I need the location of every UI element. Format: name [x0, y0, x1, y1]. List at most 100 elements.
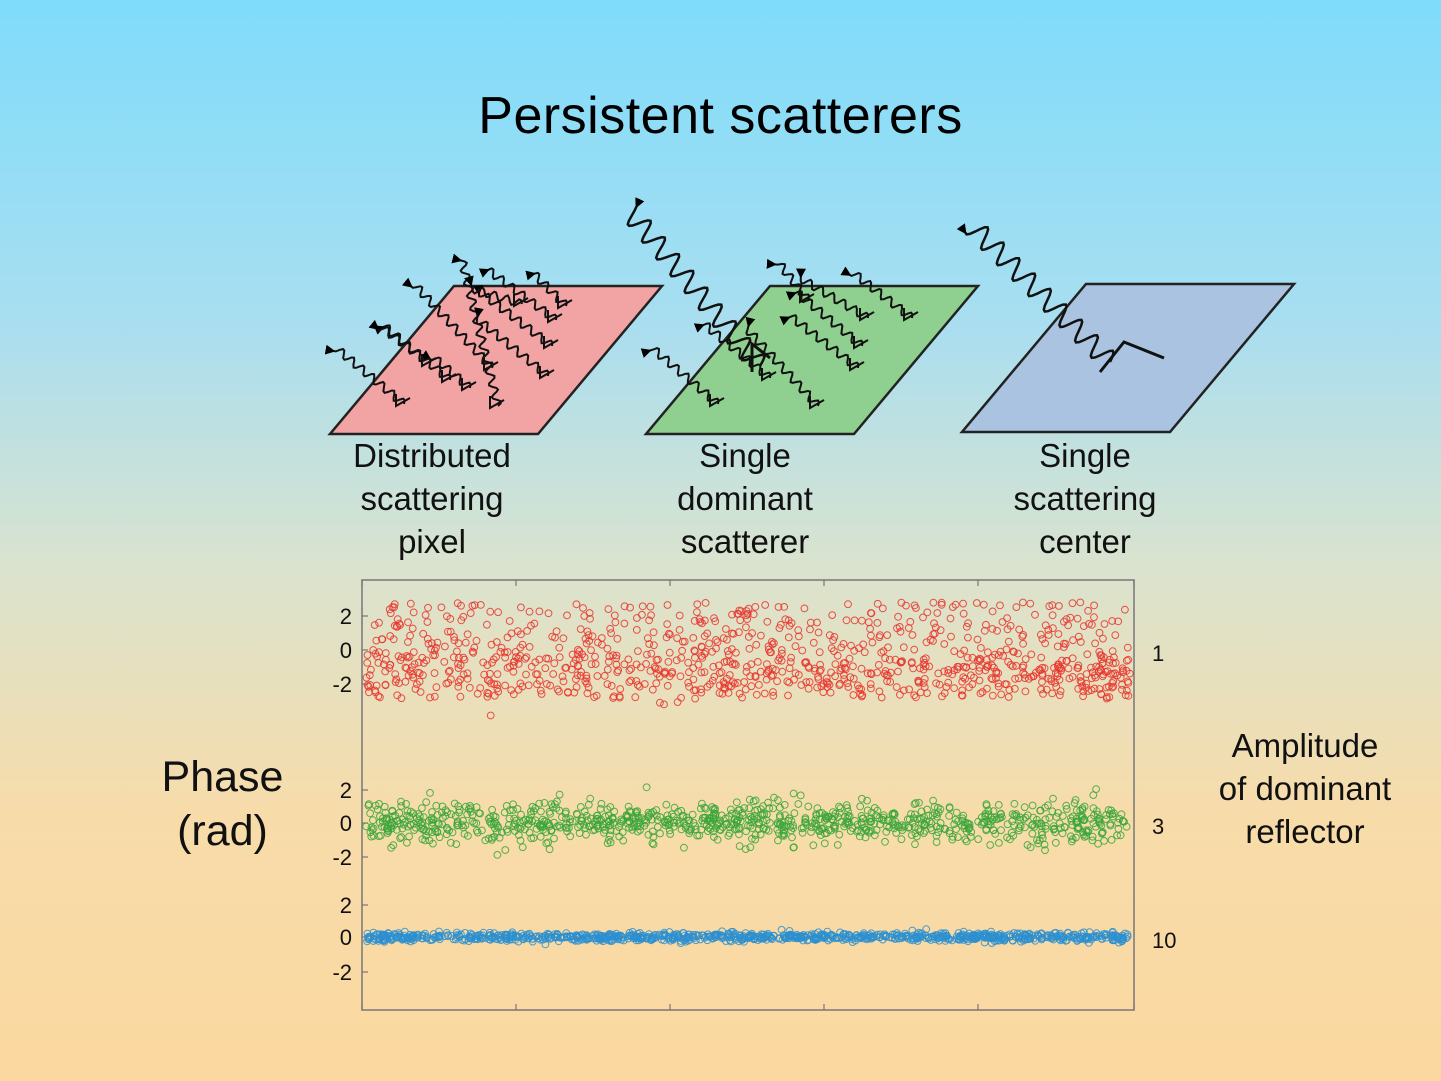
scattering-diagram: [324, 197, 1297, 436]
data-point: [759, 933, 768, 942]
data-point: [542, 680, 551, 688]
data-point: [1028, 801, 1037, 810]
data-point: [933, 609, 942, 617]
data-point: [784, 817, 793, 825]
data-point: [1101, 668, 1110, 676]
data-point: [740, 937, 748, 946]
data-point: [1097, 666, 1105, 675]
data-point: [910, 810, 919, 819]
data-point: [1030, 822, 1039, 831]
data-point: [865, 826, 873, 835]
data-point: [1097, 932, 1106, 941]
data-point: [708, 647, 716, 656]
data-point: [858, 616, 866, 625]
data-point: [373, 930, 382, 938]
data-point: [418, 804, 426, 812]
data-point: [710, 614, 718, 622]
data-point: [710, 833, 718, 841]
data-point: [434, 819, 442, 828]
data-point: [514, 654, 523, 663]
data-point: [451, 935, 460, 944]
data-point: [660, 930, 669, 939]
data-point: [932, 810, 941, 818]
data-point: [364, 934, 373, 943]
data-point: [937, 598, 946, 607]
data-point: [486, 711, 495, 720]
data-point: [402, 664, 411, 673]
data-point: [1100, 620, 1109, 628]
data-point: [700, 803, 709, 812]
data-point: [1090, 613, 1098, 622]
data-point: [579, 604, 587, 612]
data-point: [825, 680, 834, 689]
data-point: [1044, 626, 1053, 634]
data-point: [825, 631, 834, 640]
data-point: [483, 676, 492, 684]
data-point: [525, 607, 534, 616]
data-point: [391, 930, 400, 939]
data-point: [1114, 818, 1122, 827]
data-point: [873, 930, 882, 939]
data-point: [371, 649, 380, 658]
data-point: [961, 674, 969, 683]
data-point: [992, 669, 1001, 678]
data-point: [964, 937, 972, 946]
data-point: [846, 673, 855, 682]
data-point: [866, 680, 875, 688]
data-point: [648, 839, 657, 848]
data-point: [724, 831, 733, 840]
data-point: [508, 930, 517, 939]
data-point: [388, 603, 397, 611]
data-point: [790, 934, 798, 942]
data-point: [463, 669, 472, 678]
data-point: [774, 796, 782, 805]
data-point: [444, 932, 452, 940]
data-point: [1018, 632, 1027, 641]
data-point: [394, 652, 403, 661]
data-point: [457, 616, 466, 625]
data-point: [1066, 613, 1075, 622]
data-point: [1058, 656, 1066, 665]
data-point: [1053, 672, 1062, 681]
data-point: [731, 661, 740, 669]
data-point: [414, 810, 423, 818]
data-point: [1056, 687, 1065, 695]
data-point: [444, 667, 453, 676]
data-point: [518, 640, 527, 649]
data-point: [512, 653, 520, 661]
data-point: [574, 645, 582, 654]
wave: [525, 270, 568, 307]
data-point: [1008, 662, 1017, 671]
data-point: [959, 609, 968, 618]
data-point: [735, 689, 744, 698]
data-point: [747, 660, 756, 669]
data-point: [640, 821, 649, 830]
data-point: [523, 627, 531, 635]
data-point: [668, 668, 677, 676]
data-point: [580, 807, 589, 816]
data-point: [950, 684, 958, 692]
data-point: [883, 631, 892, 639]
data-point: [391, 670, 400, 678]
data-point: [1106, 821, 1115, 830]
data-point: [1010, 648, 1018, 656]
data-point: [892, 829, 901, 837]
data-point: [751, 603, 760, 611]
data-point: [646, 602, 655, 611]
data-point: [1021, 687, 1030, 696]
data-point: [472, 636, 481, 645]
data-point: [577, 668, 585, 676]
data-point: [680, 637, 689, 646]
data-point: [835, 809, 844, 817]
data-point: [452, 840, 461, 848]
data-point: [896, 658, 905, 667]
data-point: [365, 934, 374, 943]
y-tick-label: -2: [332, 672, 352, 697]
data-point: [451, 812, 460, 820]
data-point: [849, 691, 858, 699]
data-point: [850, 616, 859, 625]
data-point: [821, 931, 830, 940]
data-point: [464, 805, 473, 814]
data-point: [1097, 655, 1106, 664]
data-point: [384, 825, 392, 833]
